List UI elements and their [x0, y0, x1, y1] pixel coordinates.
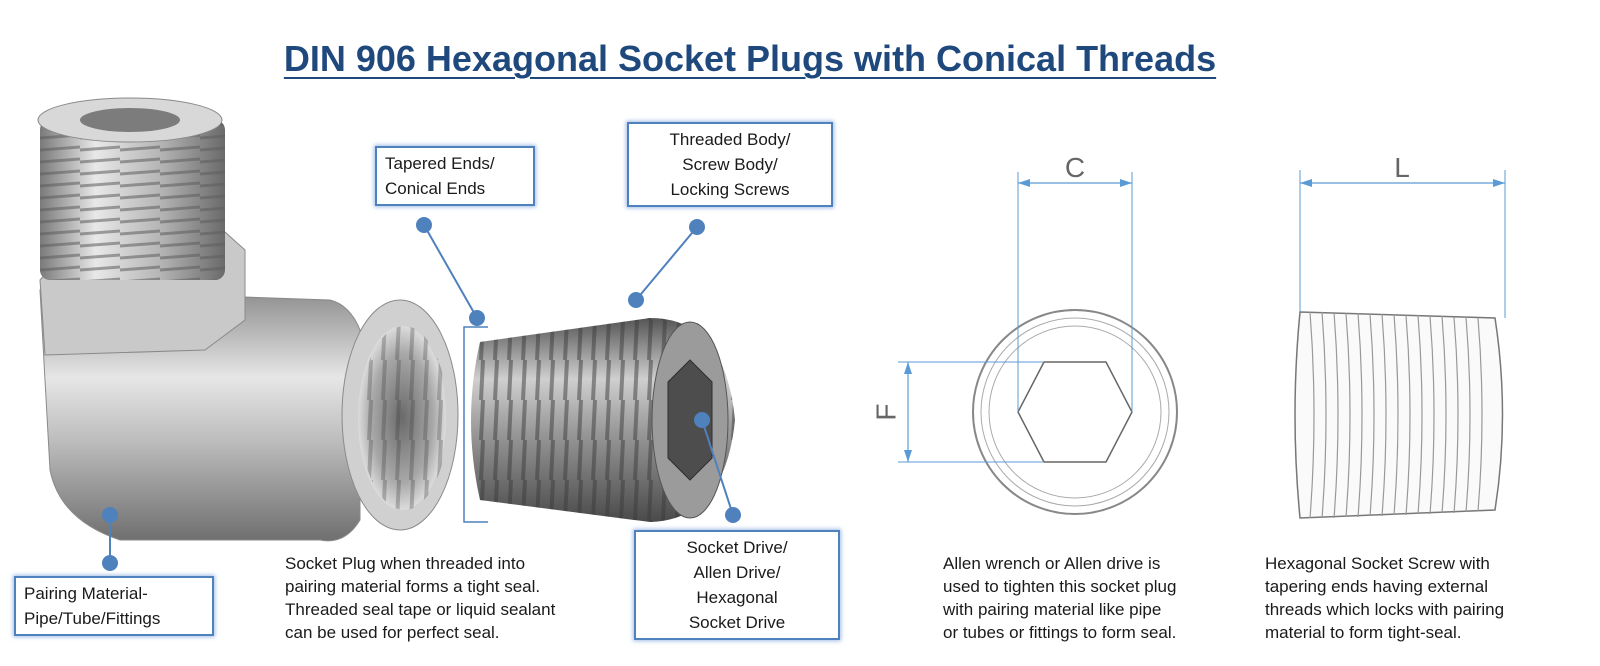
- tapered-ends-label: Tapered Ends/ Conical Ends: [375, 146, 535, 206]
- caption-line: Allen wrench or Allen drive is: [943, 554, 1161, 573]
- dimension-c-label: C: [1065, 152, 1085, 183]
- label-line: Locking Screws: [670, 180, 790, 199]
- front-view-drawing: [898, 172, 1178, 515]
- caption-line: pairing material forms a tight seal.: [285, 577, 541, 596]
- label-line: Socket Drive: [688, 613, 786, 632]
- caption-line: material to form tight-seal.: [1265, 623, 1462, 642]
- socket-plug-illustration: [471, 318, 735, 522]
- caption-line: tapering ends having external: [1265, 577, 1489, 596]
- caption-line: Socket Plug when threaded into: [285, 554, 526, 573]
- label-line: Tapered Ends/: [385, 154, 495, 173]
- tapered-end-bracket: [463, 326, 488, 523]
- hex-screw-caption: Hexagonal Socket Screw with tapering end…: [1265, 552, 1504, 644]
- label-line: Socket Drive/: [686, 538, 788, 557]
- caption-line: Threaded seal tape or liquid sealant: [285, 600, 556, 619]
- caption-line: used to tighten this socket plug: [943, 577, 1177, 596]
- socket-drive-label: Socket Drive/ Allen Drive/ Hexagonal Soc…: [634, 530, 840, 640]
- allen-drive-caption: Allen wrench or Allen drive is used to t…: [943, 552, 1176, 644]
- elbow-fitting-illustration: [37, 97, 459, 542]
- caption-line: can be used for perfect seal.: [285, 623, 500, 642]
- caption-line: threads which locks with pairing: [1265, 600, 1505, 619]
- callout-leaders: [102, 217, 741, 571]
- dimension-l-label: L: [1394, 152, 1410, 183]
- page-title: DIN 906 Hexagonal Socket Plugs with Coni…: [283, 38, 1217, 79]
- threaded-body-label: Threaded Body/ Screw Body/ Locking Screw…: [627, 122, 833, 207]
- label-line: Threaded Body/: [669, 130, 791, 149]
- seal-caption: Socket Plug when threaded into pairing m…: [285, 552, 555, 644]
- caption-line: or tubes or fittings to form seal.: [943, 623, 1177, 642]
- label-line: Conical Ends: [385, 179, 486, 198]
- label-line: Pairing Material-: [24, 584, 148, 603]
- dimension-f-label: F: [870, 403, 901, 420]
- label-line: Allen Drive/: [693, 563, 781, 582]
- caption-line: with pairing material like pipe: [943, 600, 1162, 619]
- label-line: Pipe/Tube/Fittings: [24, 609, 161, 628]
- caption-line: Hexagonal Socket Screw with: [1265, 554, 1490, 573]
- label-line: Screw Body/: [682, 155, 778, 174]
- side-view-drawing: [1294, 170, 1506, 519]
- pairing-material-label: Pairing Material- Pipe/Tube/Fittings: [14, 576, 214, 636]
- label-line: Hexagonal: [696, 588, 778, 607]
